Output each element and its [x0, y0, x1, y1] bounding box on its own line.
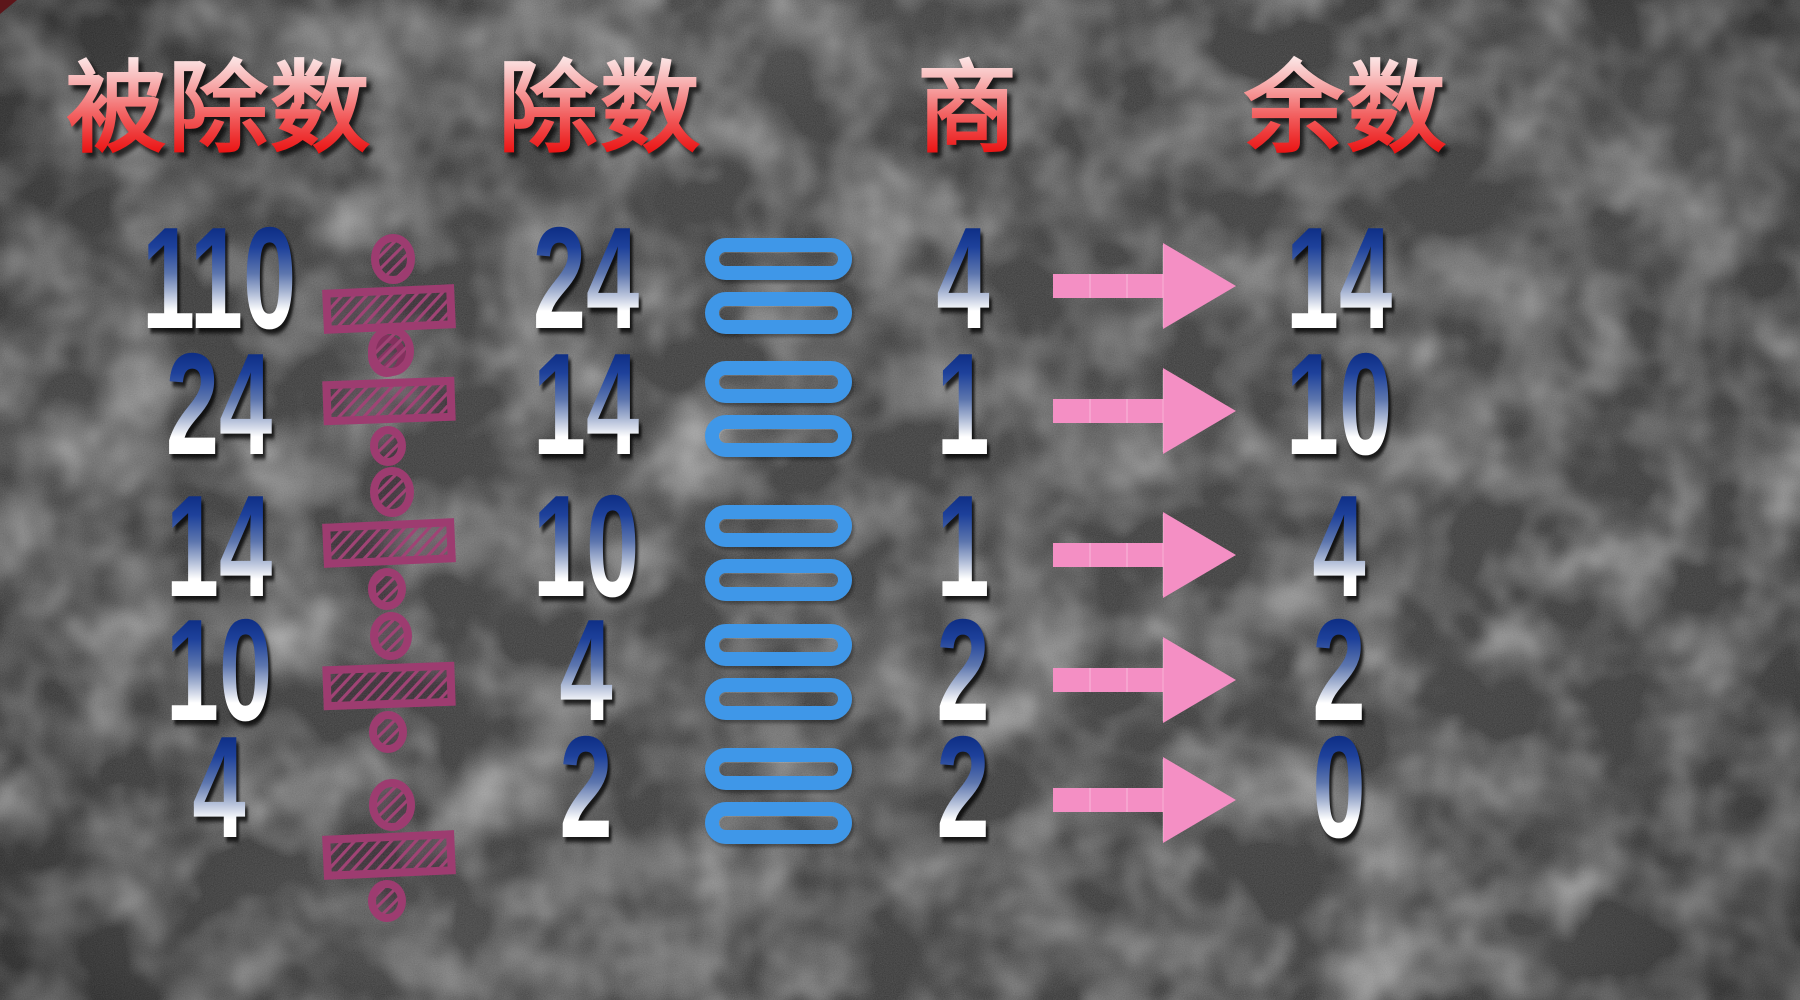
equals-pill — [705, 624, 852, 666]
dividend-value: 4 — [192, 706, 246, 868]
equals-pill — [705, 802, 852, 844]
dividend-value: 110 — [141, 197, 297, 359]
table-row-4-dividend: 4 — [179, 706, 260, 868]
equals-pill — [705, 238, 852, 280]
header-divisor-label: 除数 — [498, 53, 702, 165]
remainder-value: 10 — [1285, 323, 1393, 485]
header-divisor: 除数 — [498, 52, 702, 167]
arrow-right-icon — [1053, 368, 1236, 454]
equals-pill — [705, 678, 852, 720]
dividend-value: 24 — [165, 323, 273, 485]
header-remainder-label: 余数 — [1244, 53, 1448, 165]
quotient-value: 2 — [936, 589, 990, 751]
header-quotient-label: 商 — [917, 53, 1019, 165]
table-row-2-divisor: 10 — [505, 465, 666, 627]
divide-icon — [322, 612, 456, 753]
table-row-1-quotient: 1 — [923, 323, 1004, 485]
arrow-right-icon — [1053, 512, 1236, 598]
table-row-0-quotient: 4 — [923, 197, 1004, 359]
equals-pill — [705, 505, 852, 547]
table-row-2-dividend: 14 — [138, 465, 299, 627]
divide-icon — [322, 779, 456, 922]
header-remainder: 余数 — [1244, 52, 1448, 167]
divisor-value: 2 — [559, 706, 613, 868]
equals-pill — [705, 415, 852, 457]
divisor-value: 14 — [532, 323, 640, 485]
header-dividend-label: 被除数 — [66, 53, 372, 165]
header-dividend: 被除数 — [66, 52, 372, 167]
equals-icon — [705, 748, 852, 844]
equals-icon — [705, 361, 852, 457]
table-row-4-quotient: 2 — [923, 706, 1004, 868]
equals-pill — [705, 361, 852, 403]
divisor-value: 24 — [532, 197, 640, 359]
arrow-right-icon — [1053, 637, 1236, 723]
table-row-3-divisor: 4 — [546, 589, 627, 751]
remainder-value: 4 — [1312, 465, 1366, 627]
table-row-4-divisor: 2 — [546, 706, 627, 868]
equals-pill — [705, 559, 852, 601]
table-row-2-quotient: 1 — [923, 465, 1004, 627]
table-row-3-dividend: 10 — [138, 589, 299, 751]
dividend-value: 14 — [165, 465, 273, 627]
remainder-value: 0 — [1312, 706, 1366, 868]
table-row-1-dividend: 24 — [138, 323, 299, 485]
divide-icon — [322, 326, 456, 466]
remainder-value: 14 — [1285, 197, 1393, 359]
equals-icon — [705, 624, 852, 720]
table-row-0-remainder: 14 — [1258, 197, 1419, 359]
dividend-value: 10 — [165, 589, 273, 751]
table-row-0-divisor: 24 — [505, 197, 666, 359]
table-row-2-remainder: 4 — [1299, 465, 1380, 627]
table-row-1-divisor: 14 — [505, 323, 666, 485]
arrow-right-icon — [1053, 757, 1236, 843]
table-row-4-remainder: 0 — [1299, 706, 1380, 868]
divisor-value: 10 — [532, 465, 640, 627]
divide-icon — [322, 467, 456, 610]
quotient-value: 1 — [936, 465, 990, 627]
table-row-3-remainder: 2 — [1299, 589, 1380, 751]
equals-pill — [705, 748, 852, 790]
divisor-value: 4 — [559, 589, 613, 751]
equals-icon — [705, 505, 852, 601]
table-row-1-remainder: 10 — [1258, 323, 1419, 485]
header-quotient: 商 — [917, 52, 1019, 167]
table-row-0-dividend: 110 — [102, 197, 336, 359]
quotient-value: 1 — [936, 323, 990, 485]
corner-red-wedge — [0, 0, 17, 14]
equals-pill — [705, 292, 852, 334]
arrow-right-icon — [1053, 243, 1236, 329]
quotient-value: 2 — [936, 706, 990, 868]
remainder-value: 2 — [1312, 589, 1366, 751]
quotient-value: 4 — [936, 197, 990, 359]
equals-icon — [705, 238, 852, 334]
table-row-3-quotient: 2 — [923, 589, 1004, 751]
